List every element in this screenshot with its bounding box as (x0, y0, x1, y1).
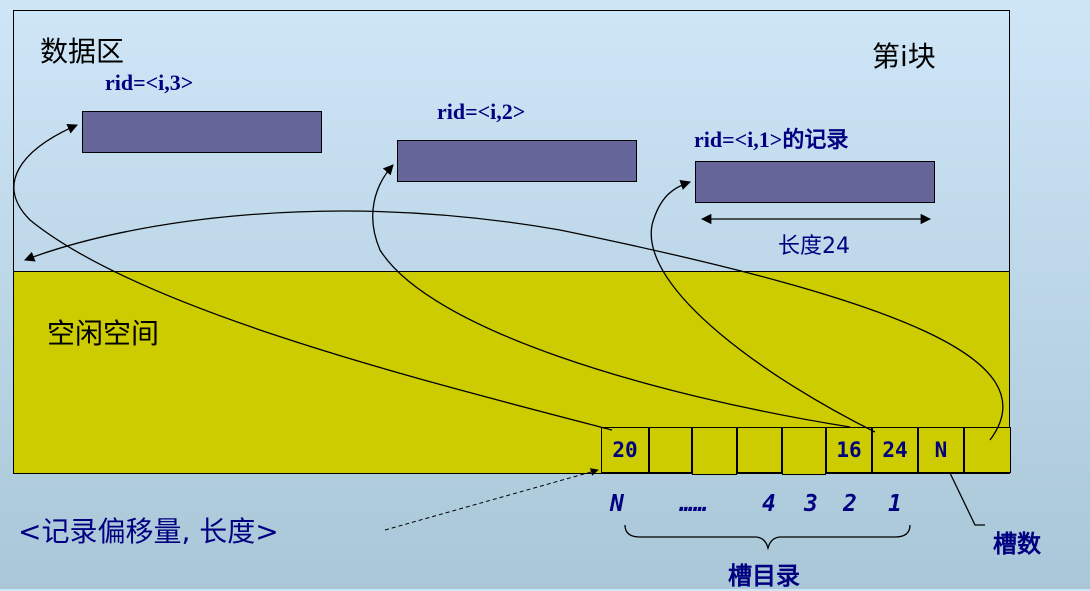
slot-1-entry: 24 (872, 427, 918, 473)
block-label: 第i块 (872, 40, 936, 73)
record-length-label: 长度24 (778, 234, 850, 259)
data-area-label: 数据区 (40, 35, 125, 68)
record-2 (397, 140, 637, 182)
slot-directory-label: 槽目录 (728, 562, 800, 590)
rid-3-label: rid=<i,3> (105, 70, 194, 95)
record-3 (82, 111, 322, 153)
slot-entry (782, 427, 826, 475)
slot-n-entry: 20 (601, 427, 649, 473)
slot-index-1: 1 (888, 491, 902, 517)
slot-entry (692, 427, 737, 475)
slot-directory-brace (624, 524, 911, 551)
free-pointer-cell (964, 427, 1011, 473)
entry-format-label: <记录偏移量, 长度> (18, 515, 279, 548)
slot-entry (649, 427, 692, 473)
slot-2-entry: 16 (826, 427, 872, 473)
slot-index-3: 3 (804, 491, 818, 517)
slot-count-pointer-line (949, 472, 985, 526)
slot-count-label: 槽数 (993, 530, 1041, 558)
record-1 (695, 161, 935, 203)
free-space-label: 空闲空间 (47, 317, 160, 350)
entry-format-dashed-arrow (384, 468, 599, 531)
slot-index-2: 2 (843, 491, 857, 517)
slot-index-n: N (610, 491, 624, 517)
rid-1-label: rid=<i,1>的记录 (694, 127, 849, 152)
slot-entry (737, 427, 782, 473)
rid-2-label: rid=<i,2> (437, 99, 526, 124)
slot-index-4: 4 (762, 491, 776, 517)
slot-count-cell: N (918, 427, 964, 473)
slot-index-ellipsis: …… (680, 491, 708, 517)
